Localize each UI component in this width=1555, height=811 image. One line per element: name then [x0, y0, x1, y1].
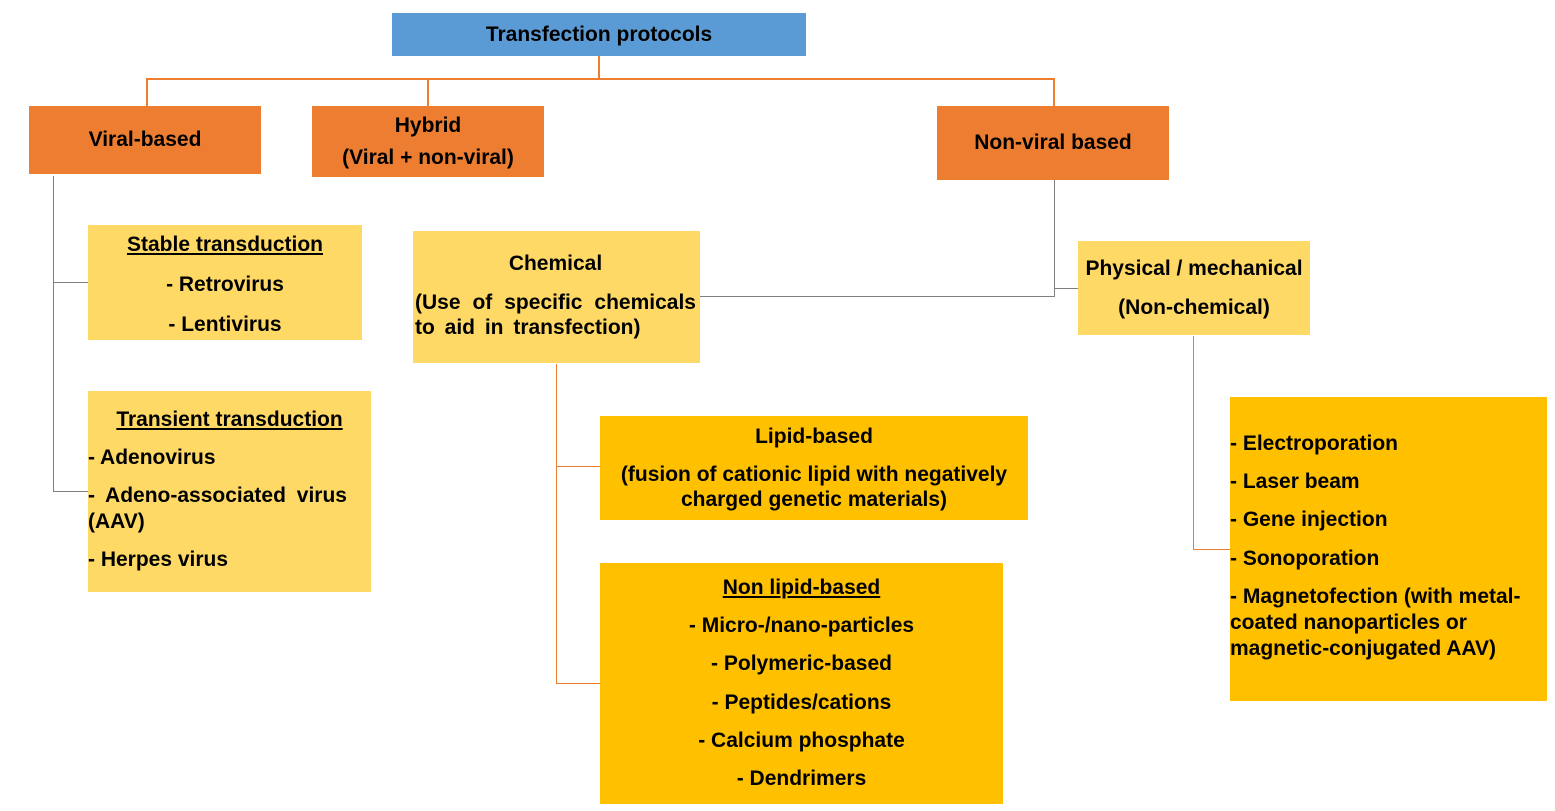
transient-item: - Adenovirus [88, 446, 216, 470]
connector-chemical-physical [700, 296, 1055, 297]
transient-transduction-heading: Transient transduction [116, 408, 343, 431]
physical-methods-node: - Electroporation - Laser beam - Gene in… [1230, 397, 1547, 701]
connector-nonviral-drop [1053, 78, 1055, 106]
hybrid-label-line1: Hybrid [394, 114, 462, 138]
physical-method-item: - Gene injection [1230, 508, 1388, 532]
connector-hybrid-drop [427, 78, 429, 106]
transient-item: - Adeno-associated virus (AAV) [88, 484, 347, 533]
stable-item: - Retrovirus [166, 273, 284, 297]
chemical-heading: Chemical [508, 252, 603, 275]
non-lipid-based-heading: Non lipid-based [722, 576, 881, 599]
stable-transduction-node: Stable transduction - Retrovirus - Lenti… [88, 225, 362, 340]
root-node: Transfection protocols [392, 13, 806, 56]
lipid-based-node: Lipid-based (fusion of cationic lipid wi… [600, 416, 1028, 520]
connector-physical-methods [1193, 549, 1230, 550]
lipid-based-description: (fusion of cationic lipid with negativel… [620, 462, 1008, 512]
connector-viral-transient [53, 491, 89, 492]
viral-based-node: Viral-based [29, 106, 261, 174]
non-lipid-item: - Dendrimers [736, 766, 867, 790]
physical-mechanical-heading: Physical / mechanical [1085, 257, 1303, 281]
stable-transduction-heading: Stable transduction [126, 233, 324, 256]
physical-method-item: - Sonoporation [1230, 546, 1380, 570]
physical-method-item: - Magnetofection (with metal-coated nano… [1230, 584, 1521, 661]
transient-transduction-node: Transient transduction - Adenovirus - Ad… [88, 391, 371, 592]
hybrid-label-line2: (Viral + non-viral) [342, 145, 514, 169]
hybrid-node: Hybrid (Viral + non-viral) [312, 106, 544, 177]
connector-category-bar [146, 78, 1055, 80]
connector-viral-trunk [53, 176, 54, 492]
connector-root-down [598, 56, 600, 79]
physical-mechanical-node: Physical / mechanical (Non-chemical) [1078, 241, 1310, 335]
non-lipid-item: - Calcium phosphate [698, 728, 905, 752]
physical-method-item: - Electroporation [1230, 432, 1399, 455]
chemical-description: (Use of specific chemicals to aid in tra… [415, 291, 696, 340]
connector-nonviral-physical [1054, 288, 1078, 289]
viral-based-label: Viral-based [88, 128, 202, 152]
connector-chemical-trunk [556, 364, 557, 684]
non-viral-based-node: Non-viral based [937, 106, 1169, 180]
non-viral-based-label: Non-viral based [974, 131, 1132, 155]
physical-mechanical-subheading: (Non-chemical) [1118, 295, 1270, 319]
lipid-based-heading: Lipid-based [755, 424, 873, 448]
chemical-node: Chemical (Use of specific chemicals to a… [413, 231, 700, 363]
non-lipid-item: - Polymeric-based [711, 652, 892, 676]
connector-nonviral-trunk [1054, 180, 1055, 297]
physical-method-item: - Laser beam [1230, 470, 1360, 494]
non-lipid-based-node: Non lipid-based - Micro-/nano-particles … [600, 563, 1003, 804]
root-title: Transfection protocols [485, 22, 713, 46]
non-lipid-item: - Peptides/cations [711, 690, 892, 714]
transient-item: - Herpes virus [88, 547, 229, 571]
connector-chemical-nonlipid [556, 683, 600, 684]
connector-physical-trunk [1193, 336, 1194, 550]
connector-viral-drop [146, 78, 148, 106]
stable-item: - Lentivirus [168, 313, 282, 337]
connector-viral-stable [53, 282, 89, 283]
connector-chemical-lipid [556, 466, 600, 467]
non-lipid-item: - Micro-/nano-particles [688, 614, 915, 638]
